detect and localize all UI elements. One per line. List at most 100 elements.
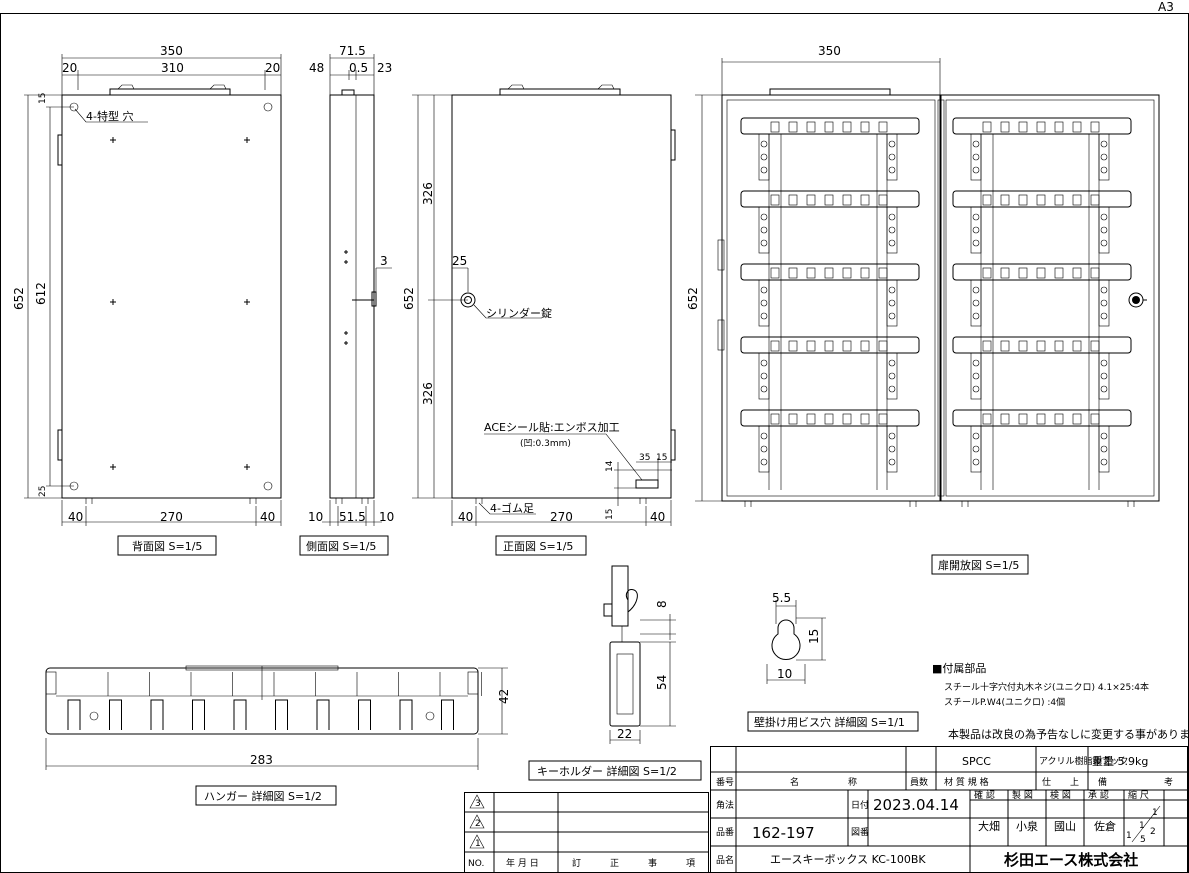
front-view-caption: 正面図 S=1/5 [503,540,573,553]
side-view-caption: 側面図 S=1/5 [306,540,376,553]
role-scale: 縮 尺 [1128,789,1149,801]
dim-back-bottom: 25 [38,486,48,497]
accessory-item-1: スチール十字穴付丸木ネジ(ユニクロ) 4.1×25:4本 [944,681,1149,693]
rev-mark-3: 3 [475,799,481,809]
dim-front-14: 14 [605,460,615,472]
dim-front-bottom-mid: 270 [550,510,573,524]
disclaimer-note: 本製品は改良の為予告なしに変更する事があります。 [948,727,1189,741]
dim-keyholder-b: 54 [655,675,669,690]
dim-back-edge-left: 20 [62,61,77,75]
rev-hdr-1: 訂 [572,857,581,869]
dim-keyholder-a: 8 [655,600,669,608]
seal-label: ACEシール貼:エンボス加工 [484,420,620,434]
hanger-caption: ハンガー 詳細図 S=1/2 [204,789,322,803]
dwg-label: 図番 [851,826,869,838]
dim-screw-a: 5.5 [772,591,791,605]
dim-side-d1: 48 [309,61,324,75]
dim-front-15b: 15 [605,509,615,520]
dim-front-bottom-left: 40 [458,510,473,524]
key-holder-caption: キーホルダー 詳細図 S=1/2 [537,764,677,778]
dim-side-b3: 10 [379,510,394,524]
dim-back-edge-right: 20 [265,61,280,75]
hdr-qty: 員数 [910,776,928,788]
hanger-rows-right [952,117,1132,490]
role-confirm: 確 認 [974,789,995,801]
dim-back-inner-height: 612 [34,282,48,305]
back-hole-note: 4-特型 穴 [86,109,133,123]
rev-hdr-4: 項 [686,858,695,869]
name-label: 品名 [716,854,734,866]
hanger-hooks [67,672,482,730]
dim-back-bottom-right: 40 [260,510,275,524]
dim-screw-c: 10 [777,667,792,681]
role-approve: 承 認 [1088,789,1109,801]
screw-hole-caption: 壁掛け用ビス穴 詳細図 S=1/1 [754,715,905,729]
dim-back-bottom-left: 40 [68,510,83,524]
dim-back-top: 15 [38,93,48,104]
rev-hdr-date: 年 月 日 [506,857,539,869]
dim-front-cylinder: 25 [452,254,467,268]
hanger-rows-left [740,117,920,490]
rev-hdr-2: 正 [610,859,619,869]
person-4: 佐倉 [1094,819,1116,833]
accessories-note: ■付属部品 スチール十字穴付丸木ネジ(ユニクロ) 4.1×25:4本 スチールP… [932,661,1189,741]
dim-side-knob: 3 [380,254,388,268]
side-view: 71.5 48 0.5 23 3 10 51.5 10 側面図 S=1/5 [299,44,394,556]
dim-hanger-height: 42 [497,689,511,704]
material-spcc: SPCC [962,755,991,768]
scale-4: 2 [1150,827,1156,837]
dim-keyholder-width: 22 [617,727,632,741]
sheet-size: A3 [1158,0,1174,14]
company-name: 杉田エース株式会社 [1004,851,1138,869]
hdr-name-1: 名 [790,776,799,788]
person-2: 小泉 [1016,819,1038,833]
code-label: 品番 [716,826,734,838]
dim-back-inner: 310 [161,61,184,75]
dim-open-height: 652 [686,287,700,310]
rev-mark-1: 1 [475,839,481,849]
dim-side-b1: 10 [308,510,323,524]
cylinder-lock-label: シリンダー錠 [486,306,552,320]
angle-label: 角法 [716,799,734,811]
weight-value: 重量 5.9kg [1092,754,1148,768]
dim-side-b2: 51.5 [339,510,366,524]
date-label: 日付 [851,800,869,811]
dim-side-depth: 71.5 [339,44,366,58]
acrylic-note: アクリル樹脂製ブック [1039,755,1129,767]
dim-side-d3: 23 [377,61,392,75]
dim-front-height: 652 [402,287,416,310]
front-view: 652 326 326 25 シリンダー錠 ACEシール貼:エンボス加工 (凹:… [402,84,676,556]
scale-3: 1 [1126,831,1132,841]
scale-2: 1 [1139,821,1145,831]
title-block: SPCC アクリル樹脂製ブック 重量 5.9kg 番号 名 称 員数 材 質 規… [710,746,1188,873]
dim-open-width: 350 [818,44,841,58]
hdr-number: 番号 [716,776,734,788]
hanger-detail: 42 283 ハンガー 詳細図 S=1/2 [45,665,511,806]
rubber-feet-label: 4-ゴム足 [490,501,534,515]
dim-front-15: 15 [656,453,667,463]
scale-1: 1 [1152,808,1158,818]
scale-5: 5 [1140,835,1146,845]
dim-screw-b: 15 [807,629,821,644]
person-1: 大畑 [978,819,1000,833]
screw-hole-detail: 5.5 15 10 壁掛け用ビス穴 詳細図 S=1/1 [747,591,919,732]
dim-front-lower: 326 [421,382,435,405]
hdr-remarks-1: 備 [1098,776,1107,788]
rev-hdr-no: NO. [468,859,484,869]
key-holder-detail: 8 54 22 キーホルダー 詳細図 S=1/2 [528,565,702,781]
role-draw: 製 図 [1012,789,1033,801]
hdr-name-2: 称 [848,776,857,788]
accessory-item-2: スチールP.W4(ユニクロ) :4個 [944,696,1065,708]
seal-sub-label: (凹:0.3mm) [520,439,571,449]
rev-hdr-3: 事 [648,857,657,869]
product-name: エースキーボックス KC-100BK [770,853,926,866]
dim-hanger-width: 283 [250,753,273,767]
role-check: 検 図 [1050,789,1071,801]
accessories-title: ■付属部品 [932,661,986,675]
code-value: 162-197 [752,824,815,842]
dim-front-upper: 326 [421,182,435,205]
open-view-caption: 扉開放図 S=1/5 [938,558,1019,572]
dim-front-bottom-right: 40 [650,510,665,524]
